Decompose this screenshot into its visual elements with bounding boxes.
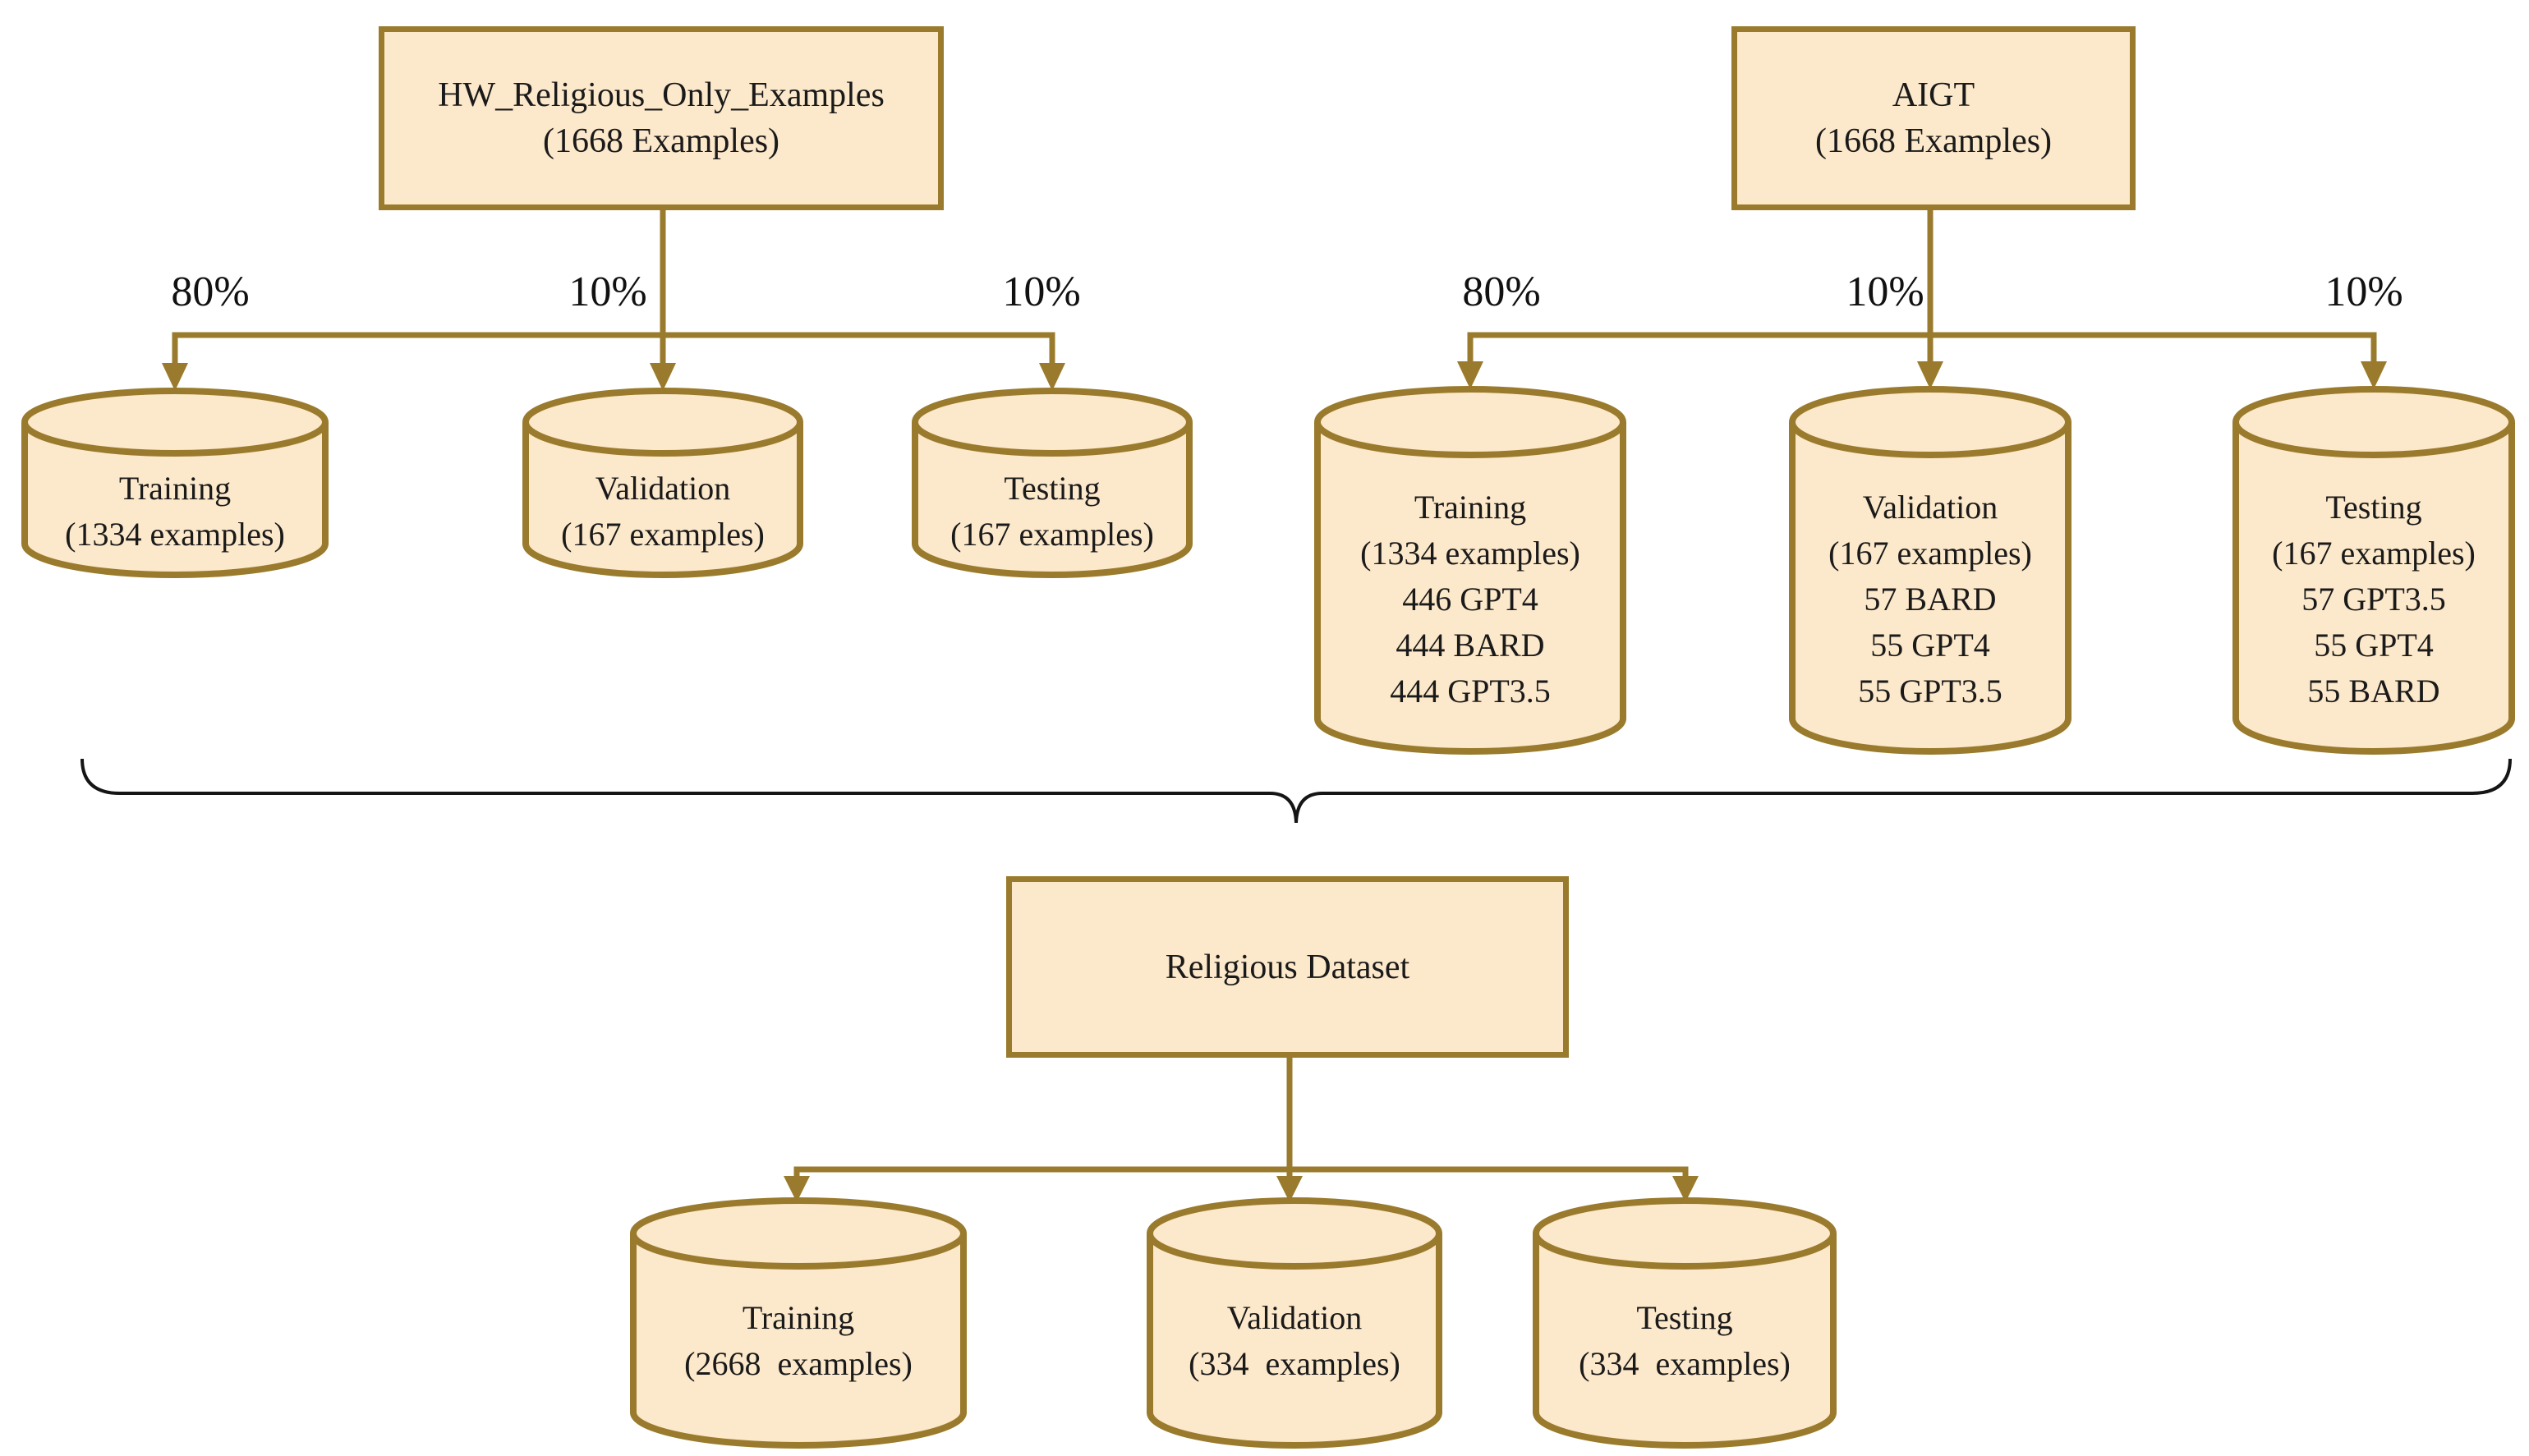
cylinder-line: (1334 examples) xyxy=(65,516,285,553)
cylinder-left-training-shape xyxy=(21,388,329,578)
cylinder-line: 57 GPT3.5 xyxy=(2301,581,2446,618)
cylinder-line: (167 examples) xyxy=(561,516,765,553)
cylinder-line: 444 GPT3.5 xyxy=(1390,673,1551,710)
bottom-tree-arrowheads xyxy=(784,1176,1699,1202)
cylinder-bottom-testing-text: Testing (334 examples) xyxy=(1545,1293,1824,1389)
cylinder-right-testing-text: Testing (167 examples) 57 GPT3.5 55 GPT4… xyxy=(2244,483,2504,716)
cylinder-bottom-training-shape xyxy=(630,1197,967,1449)
cylinder-line: 444 BARD xyxy=(1396,627,1545,664)
cylinder-line: (167 examples) xyxy=(1828,535,2032,572)
cylinder-right-validation-text: Validation (167 examples) 57 BARD 55 GPT… xyxy=(1800,483,2060,716)
cylinder-right-training-text: Training (1334 examples) 446 GPT4 444 BA… xyxy=(1324,483,1616,716)
split-label-right-80: 80% xyxy=(1462,269,1541,315)
cylinder-line: Training xyxy=(118,470,232,507)
cylinder-line: Training xyxy=(1414,489,1527,526)
cylinder-line: 446 GPT4 xyxy=(1402,581,1538,618)
cylinder-line: (1334 examples) xyxy=(1360,535,1580,572)
dataset-box-title: HW_Religious_Only_Examples xyxy=(438,76,885,114)
cylinder-line: 57 BARD xyxy=(1864,581,1997,618)
left-tree-connectors xyxy=(172,210,1055,365)
dataset-box-count: (1668 Examples) xyxy=(1814,122,2053,160)
dataset-box-title: AIGT xyxy=(1892,76,1975,114)
cylinder-bottom-training-text: Training (2668 examples) xyxy=(642,1293,954,1389)
cylinder-line: Validation xyxy=(1862,489,1998,526)
cylinder-right-training-shape xyxy=(1314,386,1626,755)
split-label-right-10a: 10% xyxy=(1846,269,1924,315)
cylinder-line: Testing xyxy=(2325,489,2422,526)
cylinder-line: Testing xyxy=(1636,1299,1733,1336)
cylinder-line: Training xyxy=(742,1299,855,1336)
dataset-box-title: Religious Dataset xyxy=(1165,948,1410,986)
cylinder-left-testing-shape xyxy=(912,388,1193,578)
dataset-box-count: (1668 Examples) xyxy=(542,122,780,160)
combine-brace xyxy=(80,758,2512,824)
cylinder-line: 55 GPT4 xyxy=(1870,627,1990,664)
dataset-box-religious: Religious Dataset xyxy=(1006,876,1569,1058)
cylinder-line: (167 examples) xyxy=(2272,535,2476,572)
right-tree-connectors xyxy=(1467,210,2377,363)
bottom-tree-connectors xyxy=(793,1058,1689,1183)
left-tree-arrowheads xyxy=(162,363,1065,391)
cylinder-right-validation-shape xyxy=(1789,386,2071,755)
cylinder-left-validation-text: Validation (167 examples) xyxy=(536,464,789,559)
cylinder-left-testing-text: Testing (167 examples) xyxy=(926,464,1179,559)
cylinder-line: (334 examples) xyxy=(1579,1345,1791,1382)
split-label-right-10b: 10% xyxy=(2324,269,2403,315)
cylinder-line: 55 GPT3.5 xyxy=(1858,673,2003,710)
dataset-box-hw-religious: HW_Religious_Only_Examples (1668 Example… xyxy=(379,26,944,210)
cylinder-line: Validation xyxy=(1226,1299,1363,1336)
cylinder-line: Validation xyxy=(595,470,731,507)
cylinder-line: 55 GPT4 xyxy=(2314,627,2434,664)
cylinder-line: Testing xyxy=(1004,470,1101,507)
dataset-box-aigt: AIGT (1668 Examples) xyxy=(1731,26,2136,210)
split-label-left-10a: 10% xyxy=(568,269,647,315)
cylinder-left-training-text: Training (1334 examples) xyxy=(33,464,317,559)
cylinder-bottom-testing-shape xyxy=(1533,1197,1837,1449)
cylinder-left-validation-shape xyxy=(522,388,803,578)
cylinder-bottom-validation-text: Validation (334 examples) xyxy=(1155,1293,1434,1389)
cylinder-line: (334 examples) xyxy=(1189,1345,1400,1382)
right-tree-arrowheads xyxy=(1457,361,2387,389)
cylinder-line: 55 BARD xyxy=(2307,673,2440,710)
cylinder-bottom-validation-shape xyxy=(1147,1197,1442,1449)
split-label-left-10b: 10% xyxy=(1002,269,1081,315)
split-label-left-80: 80% xyxy=(171,269,250,315)
cylinder-line: (167 examples) xyxy=(950,516,1154,553)
cylinder-line: (2668 examples) xyxy=(684,1345,913,1382)
cylinder-right-testing-shape xyxy=(2232,386,2515,755)
